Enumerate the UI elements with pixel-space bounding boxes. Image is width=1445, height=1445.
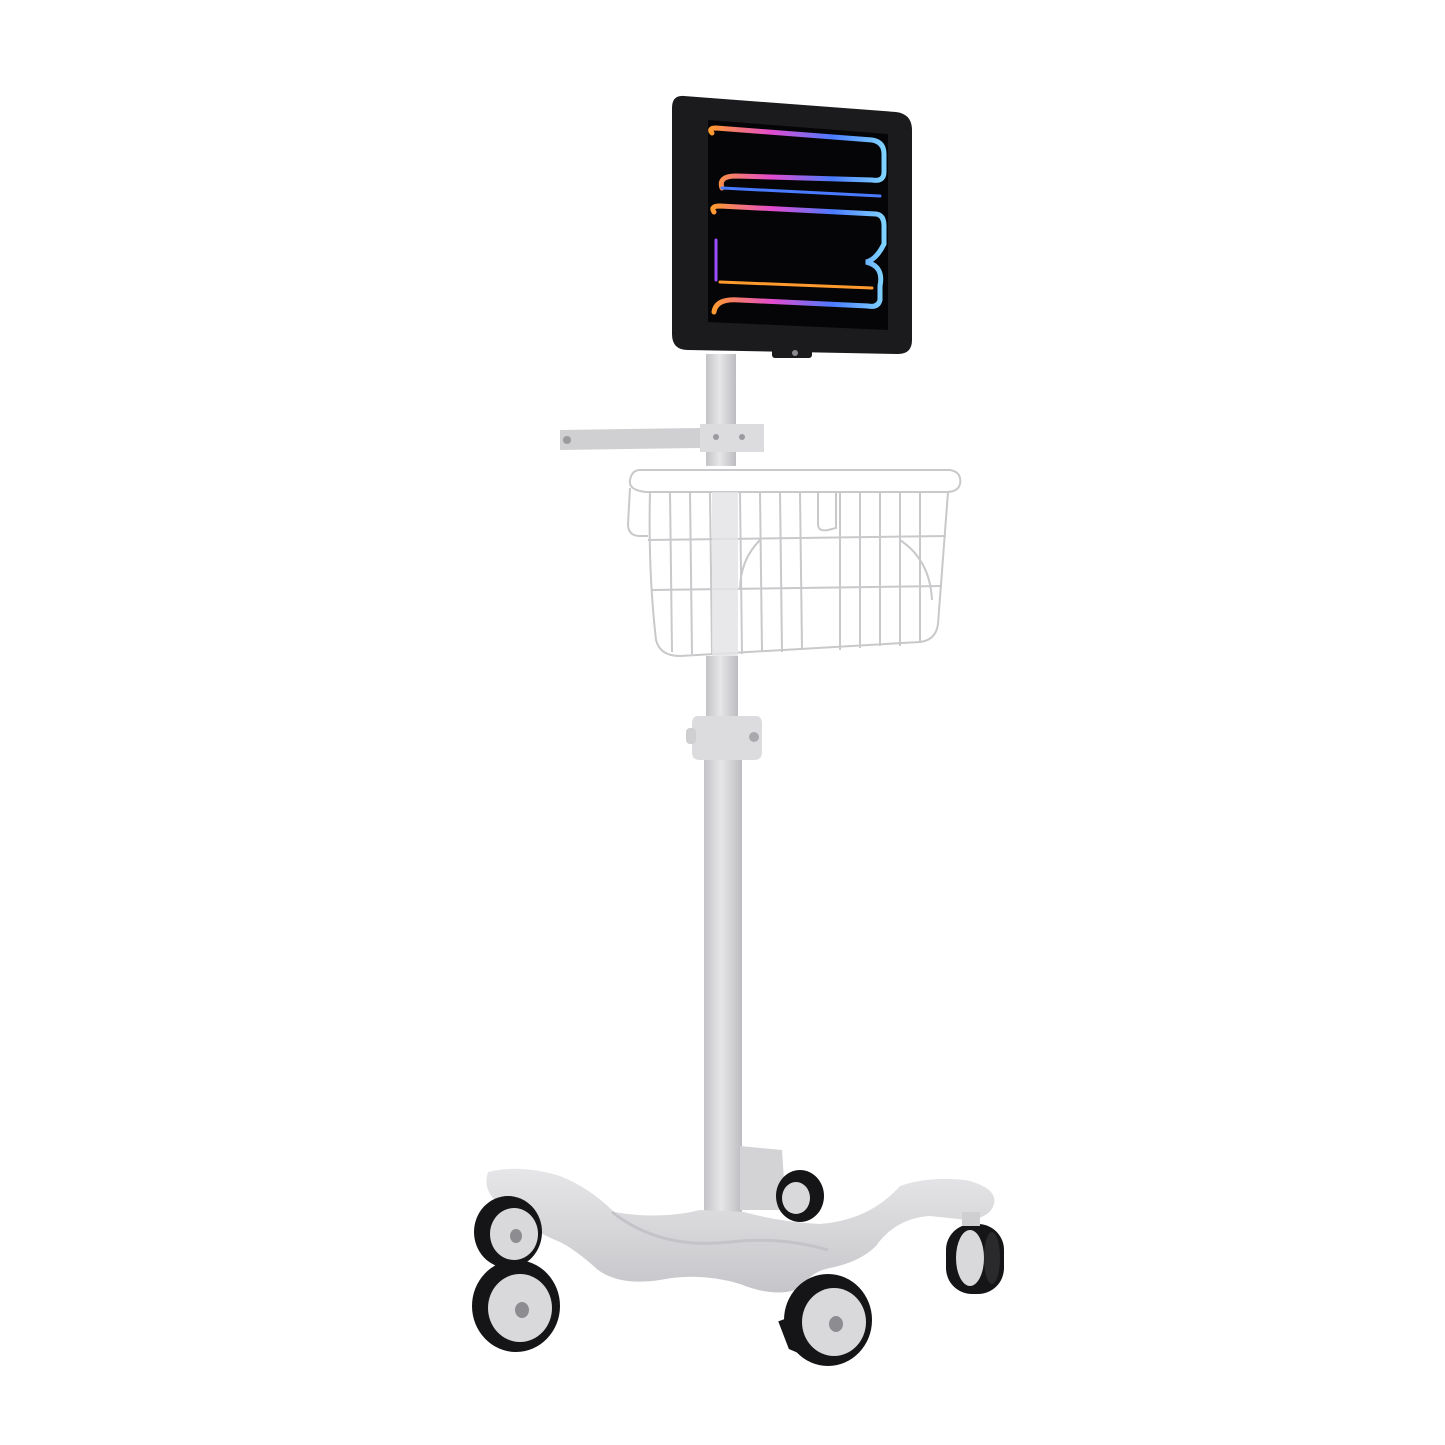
lock-screw [792, 350, 798, 356]
main-column [704, 760, 742, 1216]
side-arm-bracket [560, 424, 764, 452]
tablet-enclosure [672, 95, 912, 358]
basket-wires [626, 487, 949, 658]
caster-wheel-front-left [472, 1260, 560, 1352]
caster-wheel-front-center [778, 1274, 872, 1366]
caster-wheel-right [946, 1212, 1004, 1294]
height-clamp [686, 716, 762, 760]
caster-wheel-rear-left [474, 1196, 542, 1268]
basket-rim [628, 469, 962, 493]
base-body [486, 1168, 995, 1293]
wallpaper-graphic [708, 125, 887, 315]
wire-basket [626, 469, 962, 658]
caster-wheel-rear-center [776, 1170, 824, 1222]
clamp-knob [749, 732, 759, 742]
pole-through-basket [712, 492, 738, 656]
tablet-screen [708, 120, 888, 330]
five-leg-base [486, 1146, 995, 1293]
